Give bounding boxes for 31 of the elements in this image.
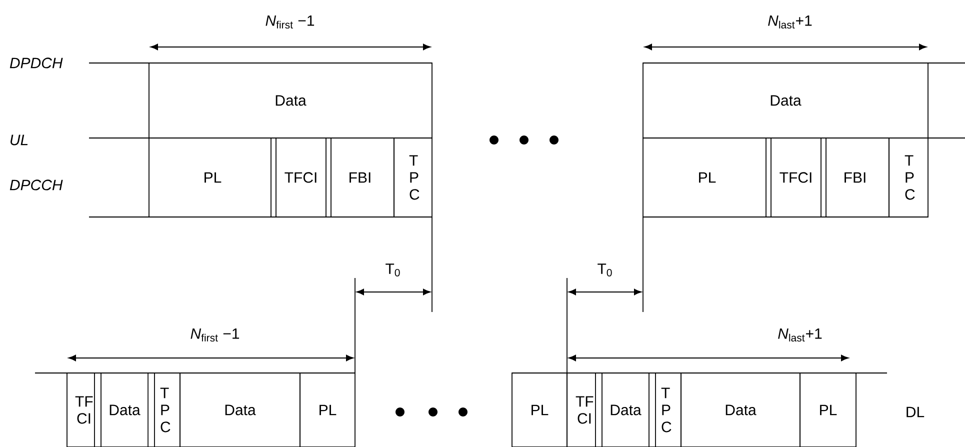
field-box: Data <box>595 372 656 447</box>
channel-label: DPCCH <box>10 180 63 190</box>
field-box: PL <box>300 372 356 447</box>
channel-label: DL <box>906 406 924 418</box>
field-box: PL <box>642 138 772 218</box>
channel-label: T$_{0}$ <box>598 264 612 276</box>
channel-label: N$_{last}$+1 <box>768 15 812 29</box>
field-box: Data <box>642 62 928 138</box>
field-box: T P C <box>888 138 928 218</box>
field-box: PL <box>148 138 276 218</box>
field-box: TF CI <box>66 372 102 447</box>
field-box: FBI <box>820 138 890 218</box>
channel-label: N$_{last}$+1 <box>778 328 822 342</box>
field-box: TFCI <box>270 138 332 218</box>
field-box: T P C <box>148 372 180 447</box>
field-box: T P C <box>648 372 682 447</box>
channel-label: DPDCH <box>10 58 63 68</box>
field-box: FBI <box>326 138 394 218</box>
channel-label: UL <box>10 134 28 146</box>
field-box: Data <box>180 372 300 447</box>
field-box: TF CI <box>566 372 602 447</box>
field-box: Data <box>680 372 800 447</box>
channel-label: N$_{first}$ −1 <box>190 328 240 342</box>
field-box: TFCI <box>766 138 826 218</box>
field-box: PL <box>800 372 856 447</box>
field-box: Data <box>148 62 432 138</box>
field-box: Data <box>94 372 155 447</box>
field-box: T P C <box>394 138 432 218</box>
channel-label: N$_{first}$ −1 <box>266 15 314 29</box>
field-box: PL <box>512 372 568 447</box>
channel-label: T$_{0}$ <box>386 264 400 276</box>
